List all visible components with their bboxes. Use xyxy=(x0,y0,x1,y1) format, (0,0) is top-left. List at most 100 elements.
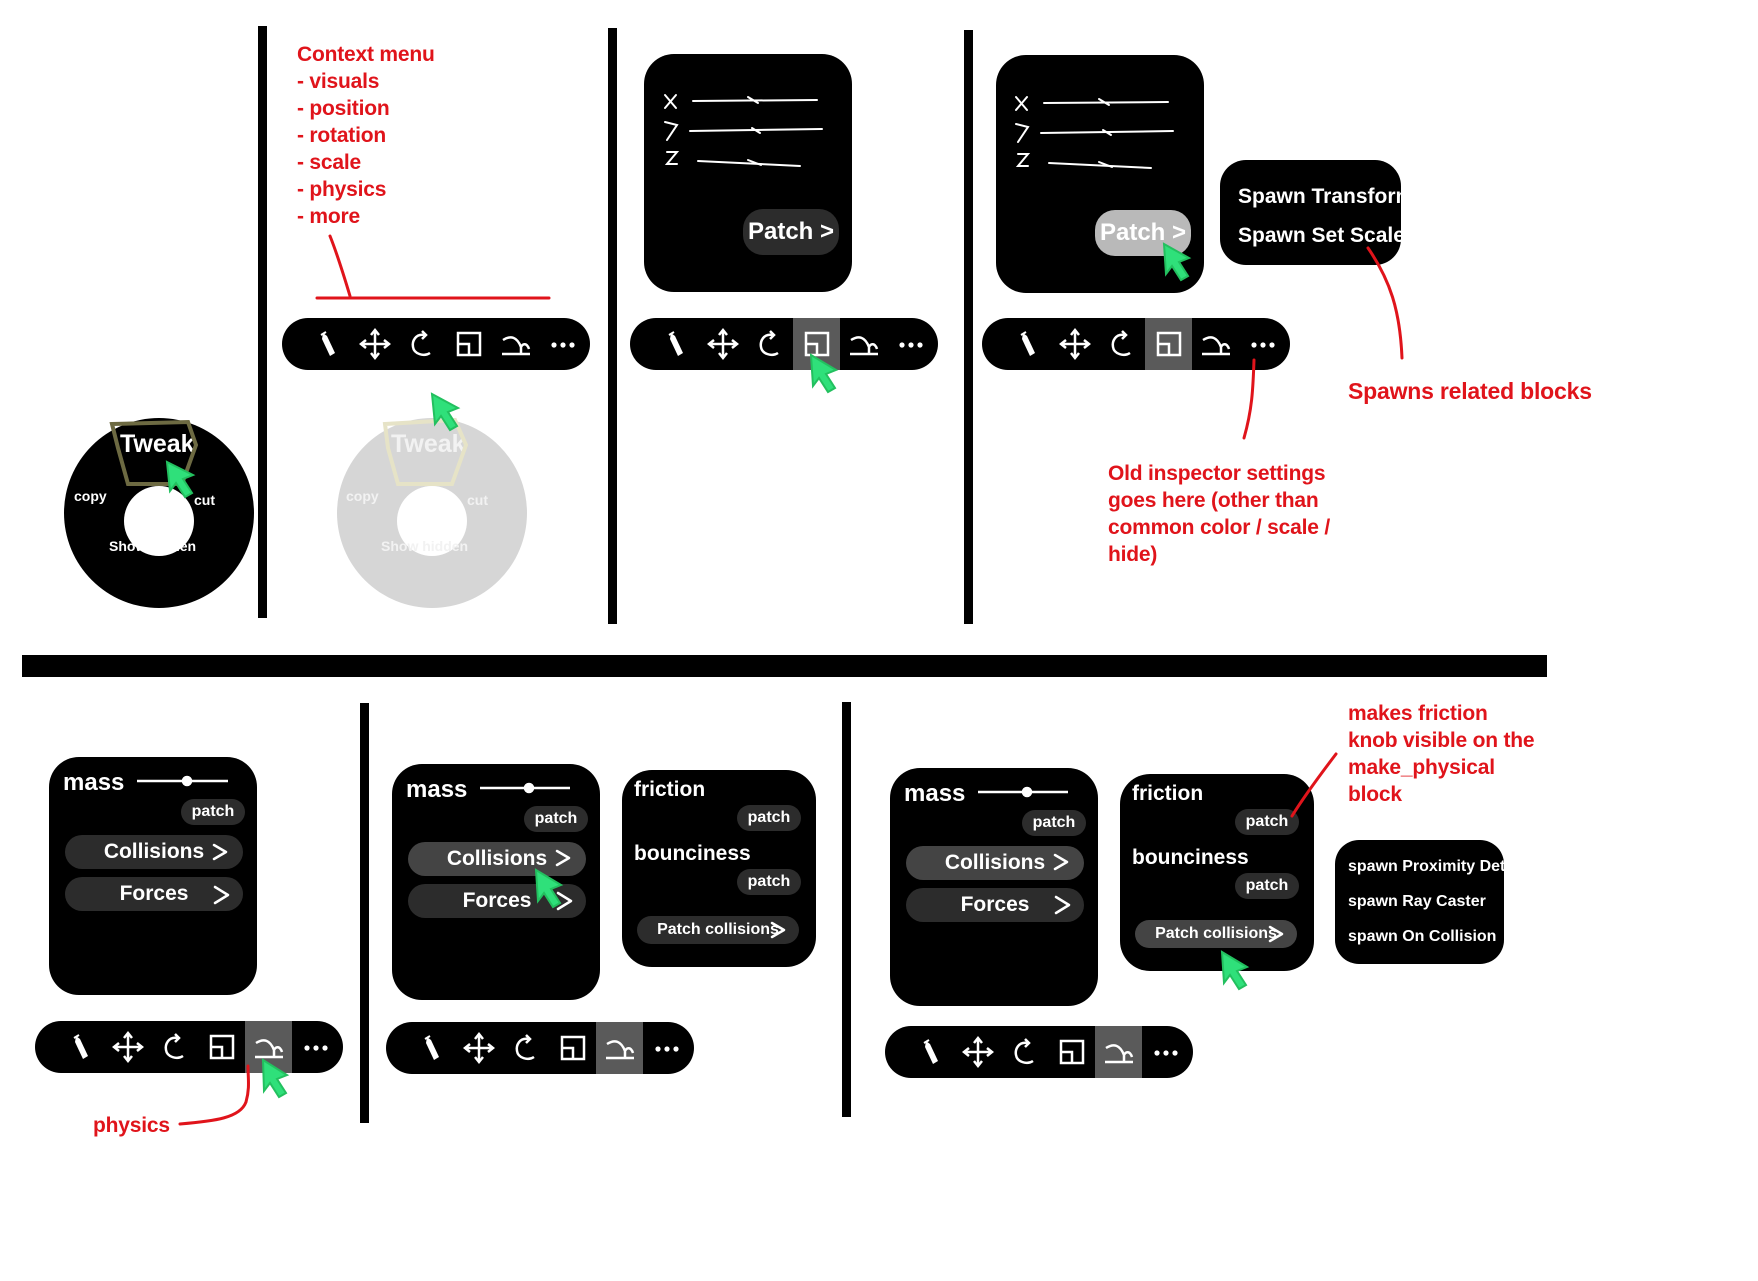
toolbar-more-button[interactable] xyxy=(1239,318,1286,370)
friction-patch-button[interactable]: patch xyxy=(1235,809,1299,835)
toolbar-more-button[interactable] xyxy=(643,1022,690,1074)
scale-icon xyxy=(209,1034,234,1060)
spawn-menu: Spawn Transform Spawn Set Scale xyxy=(1220,160,1414,265)
toolbar-move-button[interactable] xyxy=(954,1026,1001,1078)
radial-show-hidden[interactable]: Show hidden xyxy=(381,538,469,554)
note-item: - position xyxy=(297,97,390,120)
mass-patch-button[interactable]: patch xyxy=(1022,810,1086,836)
toolbar-move-button[interactable] xyxy=(699,318,746,370)
bounciness-patch-button[interactable]: patch xyxy=(1235,873,1299,899)
mass-patch-button[interactable]: patch xyxy=(524,806,588,832)
toolbar-rotate-button[interactable] xyxy=(502,1022,549,1074)
radial-copy[interactable]: copy xyxy=(74,488,107,504)
radial-cut[interactable]: cut xyxy=(467,492,488,508)
note-line: block xyxy=(1348,783,1402,806)
toolbar-rotate-button[interactable] xyxy=(1001,1026,1048,1078)
old-inspector-note: Old inspector settings goes here (other … xyxy=(1108,460,1330,568)
forces-button[interactable]: Forces xyxy=(65,877,243,911)
rotate-icon xyxy=(1111,330,1131,356)
toolbar-physics-button[interactable] xyxy=(596,1022,643,1074)
toolbar-brush-button[interactable] xyxy=(408,1022,455,1074)
toolbar-scale-button[interactable] xyxy=(549,1022,596,1074)
separator-line xyxy=(360,703,369,1123)
toolbar-move-button[interactable] xyxy=(1051,318,1098,370)
spawn-set-scale-item[interactable]: Spawn Set Scale xyxy=(1238,224,1405,247)
toolbar-scale-button[interactable] xyxy=(1145,318,1192,370)
toolbar-more-button[interactable] xyxy=(539,318,586,370)
collisions-button-hovered[interactable]: Collisions xyxy=(408,842,586,876)
brush-icon xyxy=(667,331,683,356)
physics-icon xyxy=(254,1039,283,1059)
more-icon xyxy=(550,342,575,348)
spawn-on-collision-item[interactable]: spawn On Collision xyxy=(1348,928,1497,945)
friction-patch-button[interactable]: patch xyxy=(737,805,801,831)
spawn-transform-item[interactable]: Spawn Transform xyxy=(1238,185,1415,208)
radial-cut[interactable]: cut xyxy=(194,492,215,508)
separator-line xyxy=(842,702,851,1117)
patch-collisions-button[interactable]: Patch collisions xyxy=(637,916,799,944)
rotate-icon xyxy=(1014,1038,1034,1064)
collisions-panel: friction patch bounciness patch Patch co… xyxy=(622,770,816,967)
spawn-proximity-item[interactable]: spawn Proximity Detec xyxy=(1348,858,1504,875)
toolbar-scale-button[interactable] xyxy=(1048,1026,1095,1078)
radial-menu: Tweak copy cut Show hidden xyxy=(64,418,254,608)
radial-menu-faded: Tweak copy cut Show hidden xyxy=(337,418,527,608)
toolbar-brush-button[interactable] xyxy=(57,1021,104,1073)
toolbar-physics-button[interactable] xyxy=(1095,1026,1142,1078)
move-icon xyxy=(706,327,739,361)
toolbar-more-button[interactable] xyxy=(887,318,934,370)
rotate-icon xyxy=(411,330,431,356)
toolbar-move-button[interactable] xyxy=(351,318,398,370)
row-divider xyxy=(22,655,1547,677)
radial-show-hidden[interactable]: Show hidden xyxy=(109,538,197,554)
toolbar-brush-button[interactable] xyxy=(907,1026,954,1078)
toolbar-scale-button[interactable] xyxy=(793,318,840,370)
collisions-button-hovered[interactable]: Collisions xyxy=(906,846,1084,880)
physics-note: physics xyxy=(93,1111,170,1141)
toolbar-brush-button[interactable] xyxy=(1004,318,1051,370)
spawn-ray-caster-item[interactable]: spawn Ray Caster xyxy=(1348,893,1486,910)
toolbar-scale-button[interactable] xyxy=(445,318,492,370)
toolbar xyxy=(630,318,938,370)
patch-button[interactable]: Patch > xyxy=(743,209,839,255)
toolbar-physics-button[interactable] xyxy=(245,1021,292,1073)
radial-tweak[interactable]: Tweak xyxy=(120,430,195,458)
toolbar-more-button[interactable] xyxy=(292,1021,339,1073)
toolbar-rotate-button[interactable] xyxy=(398,318,445,370)
toolbar-more-button[interactable] xyxy=(1142,1026,1189,1078)
forces-button[interactable]: Forces xyxy=(906,888,1084,922)
bounciness-patch-button[interactable]: patch xyxy=(737,869,801,895)
toolbar-physics-button[interactable] xyxy=(492,318,539,370)
radial-tweak[interactable]: Tweak xyxy=(391,430,466,458)
note-text: physics xyxy=(93,1114,170,1137)
patch-button-hovered[interactable]: Patch > xyxy=(1095,210,1191,256)
collisions-button[interactable]: Collisions xyxy=(65,835,243,869)
rotate-icon xyxy=(759,330,779,356)
move-icon xyxy=(1058,327,1091,361)
friction-knob-note: makes friction knob visible on the make_… xyxy=(1348,700,1535,808)
note-text: Spawns related blocks xyxy=(1348,378,1592,404)
toolbar-scale-button[interactable] xyxy=(198,1021,245,1073)
separator-line xyxy=(608,28,617,624)
more-icon xyxy=(1250,342,1275,348)
more-icon xyxy=(654,1046,679,1052)
separator-line xyxy=(964,30,973,624)
forces-button[interactable]: Forces xyxy=(408,884,586,918)
toolbar-move-button[interactable] xyxy=(455,1022,502,1074)
toolbar-rotate-button[interactable] xyxy=(1098,318,1145,370)
toolbar-physics-button[interactable] xyxy=(1192,318,1239,370)
note-line: Old inspector settings xyxy=(1108,462,1326,485)
more-icon xyxy=(898,342,923,348)
toolbar-rotate-button[interactable] xyxy=(151,1021,198,1073)
note-line: common color / scale / xyxy=(1108,516,1331,539)
toolbar-brush-button[interactable] xyxy=(304,318,351,370)
toolbar-brush-button[interactable] xyxy=(652,318,699,370)
toolbar-rotate-button[interactable] xyxy=(746,318,793,370)
toolbar-move-button[interactable] xyxy=(104,1021,151,1073)
mass-patch-button[interactable]: patch xyxy=(181,799,245,825)
scale-panel: Patch > xyxy=(996,55,1204,293)
toolbar-physics-button[interactable] xyxy=(840,318,887,370)
patch-collisions-button-hovered[interactable]: Patch collisions xyxy=(1135,920,1297,948)
brush-icon xyxy=(423,1035,439,1060)
radial-copy[interactable]: copy xyxy=(346,488,379,504)
